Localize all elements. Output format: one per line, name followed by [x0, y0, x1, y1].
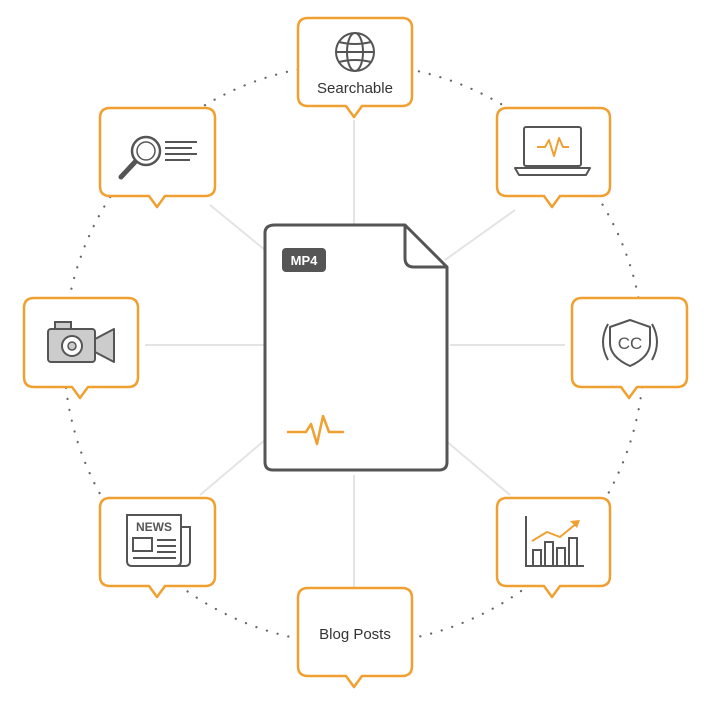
node-news: NEWS	[98, 496, 217, 599]
node-video	[22, 296, 140, 400]
video-camera-icon	[47, 321, 115, 363]
laptop-waveform-icon	[514, 126, 591, 176]
magnifier-icon	[118, 135, 197, 180]
cc-shield-icon: CC	[602, 319, 658, 367]
node-blog-posts-label: Blog Posts	[319, 626, 391, 643]
node-searchable: Searchable	[296, 16, 414, 119]
cc-icon-text: CC	[618, 334, 643, 353]
newspaper-icon: NEWS	[126, 514, 191, 567]
node-audio-analysis	[495, 106, 612, 209]
node-search	[98, 106, 217, 209]
node-analytics	[495, 496, 612, 599]
node-searchable-label: Searchable	[317, 80, 393, 97]
connectors	[145, 120, 565, 590]
file-type-badge	[282, 248, 326, 272]
node-blog-posts: Blog Posts	[296, 586, 414, 689]
growth-chart-icon	[525, 516, 584, 567]
globe-icon	[335, 32, 375, 72]
node-captions: CC	[570, 296, 689, 400]
news-icon-text: NEWS	[136, 520, 172, 534]
waveform-icon	[286, 414, 345, 446]
file-type-label: MP4	[291, 253, 319, 268]
mp4-file-icon: MP4	[263, 223, 449, 472]
